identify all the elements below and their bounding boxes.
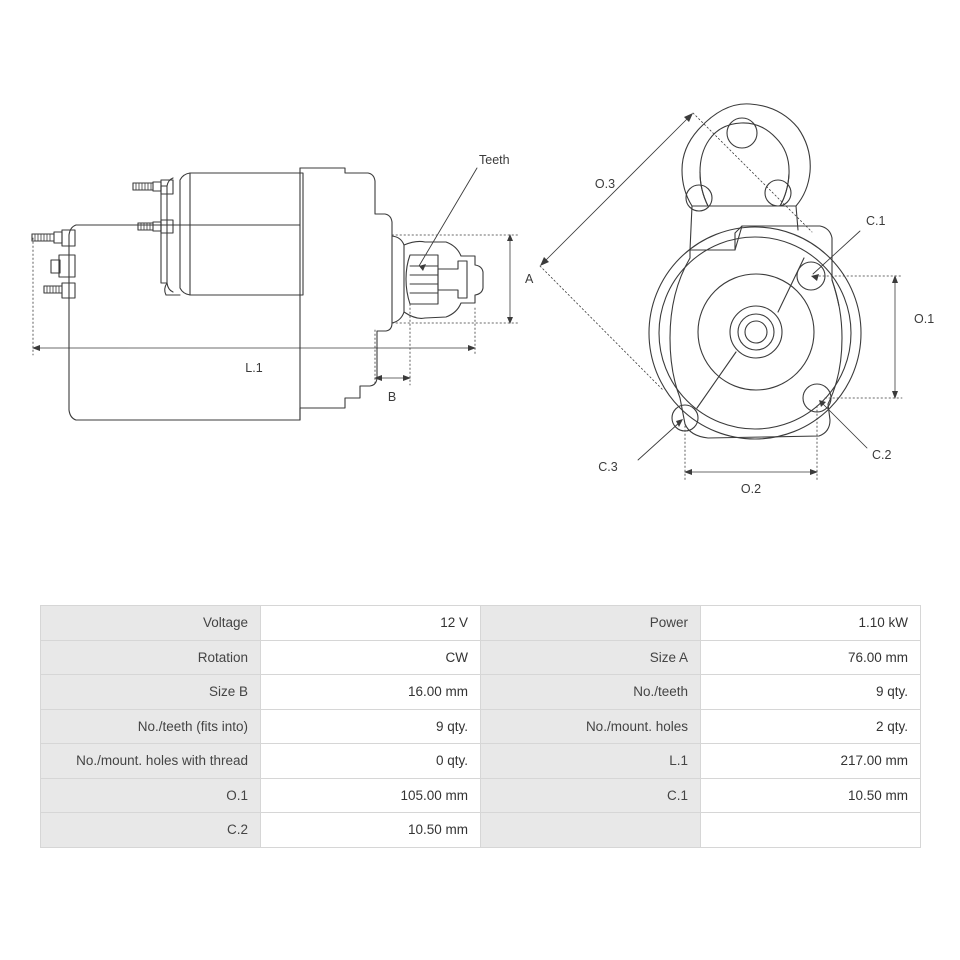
mount-hole-c1 (796, 261, 826, 291)
rear-bolt-lower (43, 282, 76, 299)
spec-label: No./teeth (fits into) (40, 708, 261, 745)
outer-circle (648, 226, 862, 440)
c3-label: C.3 (598, 460, 618, 474)
starter-motor-front-view-drawing: O.3 O.1 O.2 C.1 C.2 C.3 (530, 80, 950, 520)
spec-value: 105.00 mm (260, 777, 481, 814)
specification-table-body: Voltage 12 V Power 1.10 kW Rotation CW S… (40, 605, 921, 848)
spec-label: O.1 (40, 777, 261, 814)
inner-circle (658, 236, 852, 430)
spec-value: 2 qty. (700, 708, 921, 745)
mount-hole-c2 (802, 383, 832, 413)
shaft-bore (744, 320, 768, 344)
spec-value: 217.00 mm (700, 743, 921, 779)
spec-value: 10.50 mm (260, 812, 481, 848)
spec-label (480, 812, 701, 848)
specification-table: Voltage 12 V Power 1.10 kW Rotation CW S… (40, 605, 921, 848)
c2-label: C.2 (872, 448, 892, 462)
solenoid-bracket (164, 282, 181, 296)
spec-value: 16.00 mm (260, 674, 481, 710)
spec-label: Size B (40, 674, 261, 710)
spec-value: CW (260, 639, 481, 676)
spec-label: No./teeth (480, 674, 701, 710)
spec-label: No./mount. holes with thread (40, 743, 261, 779)
pinion-nose-housing (391, 235, 484, 324)
spec-value: 1.10 kW (700, 605, 921, 641)
size-a-label: A (525, 272, 534, 286)
drive-end-circles (648, 226, 862, 440)
c1-label: C.1 (866, 214, 886, 228)
spec-value: 76.00 mm (700, 639, 921, 676)
bearing-mid (737, 313, 775, 351)
o2-label: O.2 (741, 482, 761, 496)
table-row: No./mount. holes with thread 0 qty. L.1 … (40, 743, 921, 779)
starter-motor-side-view-drawing: Teeth A L.1 B (20, 80, 560, 500)
spec-label: Power (480, 605, 701, 641)
spec-value: 9 qty. (260, 708, 481, 745)
spec-label: L.1 (480, 743, 701, 779)
spec-value: 0 qty. (260, 743, 481, 779)
motor-housing (68, 224, 301, 421)
spec-value: 10.50 mm (700, 777, 921, 814)
dimension-a (391, 234, 519, 324)
spec-value (700, 812, 921, 848)
o1-label: O.1 (914, 312, 934, 326)
solenoid-hole-right (764, 179, 792, 207)
spec-value: 12 V (260, 605, 481, 641)
hub-circle (697, 273, 815, 391)
spec-label: No./mount. holes (480, 708, 701, 745)
solenoid-cap-front (681, 103, 811, 251)
dimension-o3 (539, 112, 813, 391)
teeth-label: Teeth (479, 153, 510, 167)
solenoid-hole-top (726, 117, 758, 149)
o3-label: O.3 (595, 177, 615, 191)
length-l1-label: L.1 (245, 361, 262, 375)
rear-bolt-upper (31, 229, 76, 247)
spec-label: Rotation (40, 639, 261, 676)
dimension-l1 (32, 237, 476, 356)
table-row: Rotation CW Size A 76.00 mm (40, 639, 921, 676)
leader-c2 (819, 400, 868, 449)
spec-label: C.1 (480, 777, 701, 814)
dimension-o1 (818, 275, 903, 399)
leader-c3 (637, 419, 683, 461)
table-row: C.2 10.50 mm (40, 812, 921, 848)
spec-label: C.2 (40, 812, 261, 848)
solenoid-hole-left (685, 184, 713, 212)
rear-terminal-nut (50, 254, 76, 278)
table-row: O.1 105.00 mm C.1 10.50 mm (40, 777, 921, 814)
spec-label: Size A (480, 639, 701, 676)
size-b-label: B (388, 390, 396, 404)
bearing-outer (729, 305, 783, 359)
table-row: Voltage 12 V Power 1.10 kW (40, 605, 921, 641)
solenoid-terminal-upper (132, 179, 174, 195)
solenoid-body (160, 172, 304, 296)
solenoid-terminal-lower (137, 219, 174, 234)
dimension-b (374, 303, 411, 386)
table-row: No./teeth (fits into) 9 qty. No./mount. … (40, 708, 921, 745)
spec-value: 9 qty. (700, 674, 921, 710)
dimension-o2 (684, 405, 818, 481)
drive-end-housing (299, 167, 393, 421)
teeth-leader-line (418, 167, 478, 271)
leader-c1 (811, 230, 861, 281)
hub-rib-lower (696, 351, 737, 409)
table-row: Size B 16.00 mm No./teeth 9 qty. (40, 674, 921, 710)
spec-label: Voltage (40, 605, 261, 641)
